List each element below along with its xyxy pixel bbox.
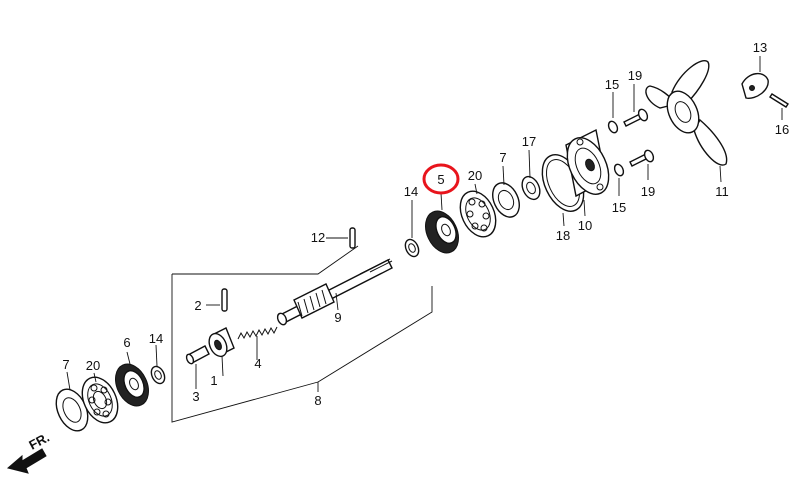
leader-7-left bbox=[66, 371, 71, 391]
leader-6 bbox=[126, 351, 131, 365]
oil-seal-right bbox=[492, 182, 520, 218]
callout-16: 16 bbox=[775, 122, 789, 137]
bearing-right bbox=[459, 190, 497, 238]
thrust-washer-right bbox=[404, 238, 420, 258]
pin-2 bbox=[221, 288, 228, 312]
leader-1 bbox=[221, 355, 224, 377]
spring bbox=[237, 326, 278, 340]
leader-11 bbox=[719, 165, 722, 183]
cotter-pin bbox=[769, 93, 789, 108]
callout-3: 3 bbox=[192, 389, 199, 404]
gear-left bbox=[115, 363, 149, 407]
callout-20-left: 20 bbox=[86, 358, 100, 373]
callout-2: 2 bbox=[194, 298, 201, 313]
bevel-gear-5 bbox=[425, 210, 459, 254]
bearing-holder bbox=[565, 128, 610, 198]
callout-12: 12 bbox=[311, 230, 325, 245]
callout-20-right: 20 bbox=[468, 168, 482, 183]
leader-9 bbox=[335, 292, 339, 311]
highlight-circle bbox=[422, 163, 460, 195]
group-8-bracket bbox=[171, 245, 433, 423]
callout-8: 8 bbox=[314, 393, 321, 408]
callout-11: 11 bbox=[715, 184, 729, 199]
leader-20-right bbox=[474, 183, 478, 195]
pin-3 bbox=[185, 345, 210, 365]
bearing-left bbox=[81, 376, 119, 424]
leader-17 bbox=[528, 149, 531, 179]
pin-12 bbox=[349, 227, 356, 249]
callout-5: 5 bbox=[437, 172, 444, 187]
bolt-top bbox=[623, 108, 649, 127]
washer-top bbox=[607, 120, 619, 134]
callout-9: 9 bbox=[334, 310, 341, 325]
callout-17: 17 bbox=[522, 134, 536, 149]
callout-labels: 1 2 3 4 5 6 7 7 8 9 10 11 12 13 14 14 15… bbox=[62, 40, 789, 408]
collar-17 bbox=[521, 175, 541, 201]
callout-13: 13 bbox=[753, 40, 767, 55]
front-direction-arrow-icon bbox=[6, 448, 47, 474]
leader-5 bbox=[440, 192, 443, 211]
callout-15-top: 15 bbox=[605, 77, 619, 92]
thrust-washer-left bbox=[150, 365, 166, 385]
callout-10: 10 bbox=[578, 218, 592, 233]
leader-7-right bbox=[502, 165, 505, 186]
callout-1: 1 bbox=[210, 373, 217, 388]
callout-15-bottom: 15 bbox=[612, 200, 626, 215]
spinner-cap bbox=[741, 73, 769, 99]
propeller-shaft bbox=[276, 258, 393, 326]
leader-14-left bbox=[155, 344, 158, 367]
clutch-dog bbox=[208, 327, 235, 358]
leader-20-left bbox=[93, 372, 97, 383]
callout-14-left: 14 bbox=[149, 331, 163, 346]
callout-7-right: 7 bbox=[499, 150, 506, 165]
bolt-bottom bbox=[629, 149, 655, 167]
callout-6: 6 bbox=[123, 335, 130, 350]
callout-19-bottom: 19 bbox=[641, 184, 655, 199]
washer-bottom bbox=[613, 163, 625, 177]
leader-18 bbox=[562, 212, 565, 227]
callout-7-left: 7 bbox=[62, 357, 69, 372]
callout-19-top: 19 bbox=[628, 68, 642, 83]
callout-4: 4 bbox=[254, 356, 261, 371]
callout-18: 18 bbox=[556, 228, 570, 243]
front-direction-label: FR. bbox=[26, 430, 52, 453]
leader-10 bbox=[583, 199, 586, 217]
propeller bbox=[645, 60, 728, 166]
callout-14-right: 14 bbox=[404, 184, 418, 199]
